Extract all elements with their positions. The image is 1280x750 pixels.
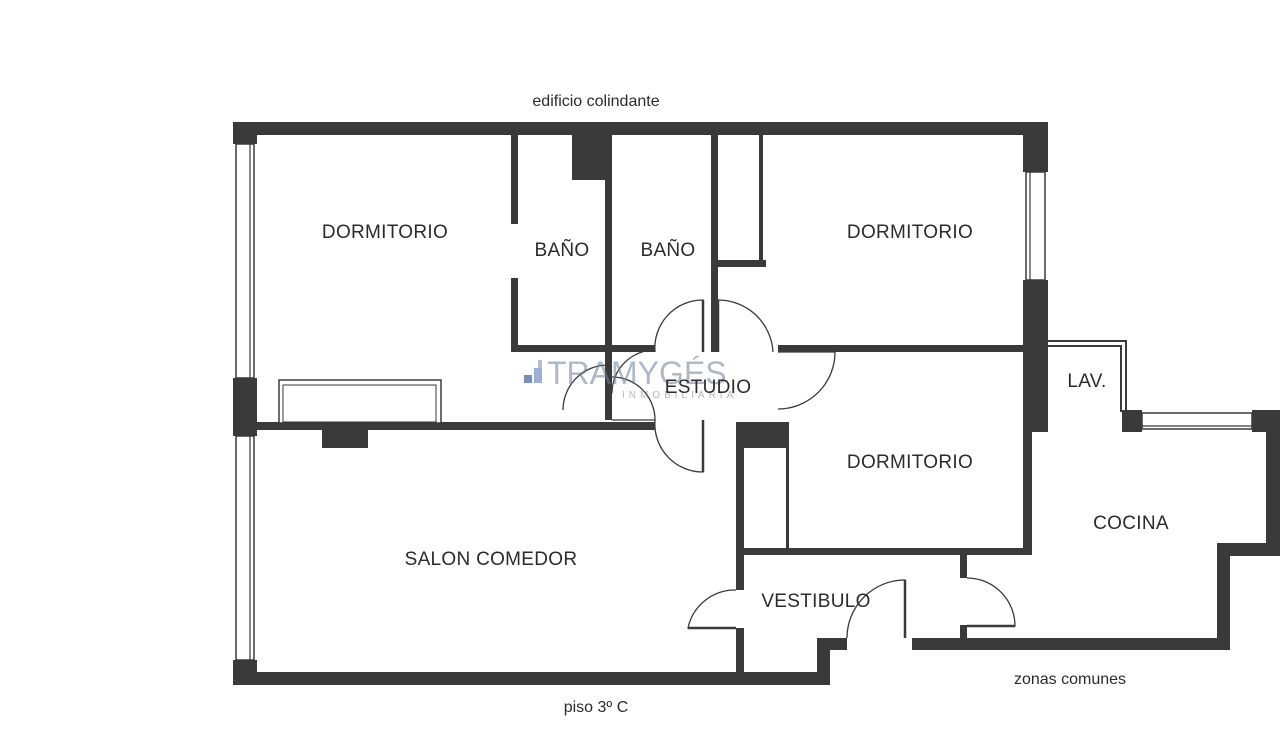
room-label-dormitorio-3: DORMITORIO [847, 452, 973, 473]
room-label-cocina: COCINA [1093, 513, 1169, 534]
label-top-edificio: edificio colindante [532, 93, 659, 110]
room-labels: DORMITORIO BAÑO BAÑO DORMITORIO ESTUDIO … [322, 222, 1169, 612]
room-label-lav: LAV. [1067, 371, 1106, 392]
label-bottom-piso: piso 3º C [564, 699, 629, 716]
room-label-dormitorio-2: DORMITORIO [847, 222, 973, 243]
exterior-walls [233, 122, 1280, 685]
watermark-sub: INMOBILIARIA [622, 390, 737, 401]
room-label-salon-comedor: SALON COMEDOR [405, 549, 578, 570]
room-label-dormitorio-1: DORMITORIO [322, 222, 448, 243]
room-label-bano-1: BAÑO [534, 239, 589, 261]
room-label-estudio: ESTUDIO [665, 377, 752, 398]
room-label-bano-2: BAÑO [640, 239, 695, 261]
context-labels: edificio colindante piso 3º C zonas comu… [532, 93, 1126, 716]
label-zonas-comunes: zonas comunes [1014, 671, 1126, 688]
windows [235, 143, 1253, 661]
watermark-logo: TRAMYGÉS INMOBILIARIA [524, 355, 737, 401]
door-swings [562, 299, 1016, 639]
logo-mark-icon [524, 375, 532, 383]
room-label-vestibulo: VESTIBULO [761, 591, 870, 612]
watermark-brand: TRAMYGÉS [547, 355, 727, 391]
interior-walls [255, 131, 1032, 674]
